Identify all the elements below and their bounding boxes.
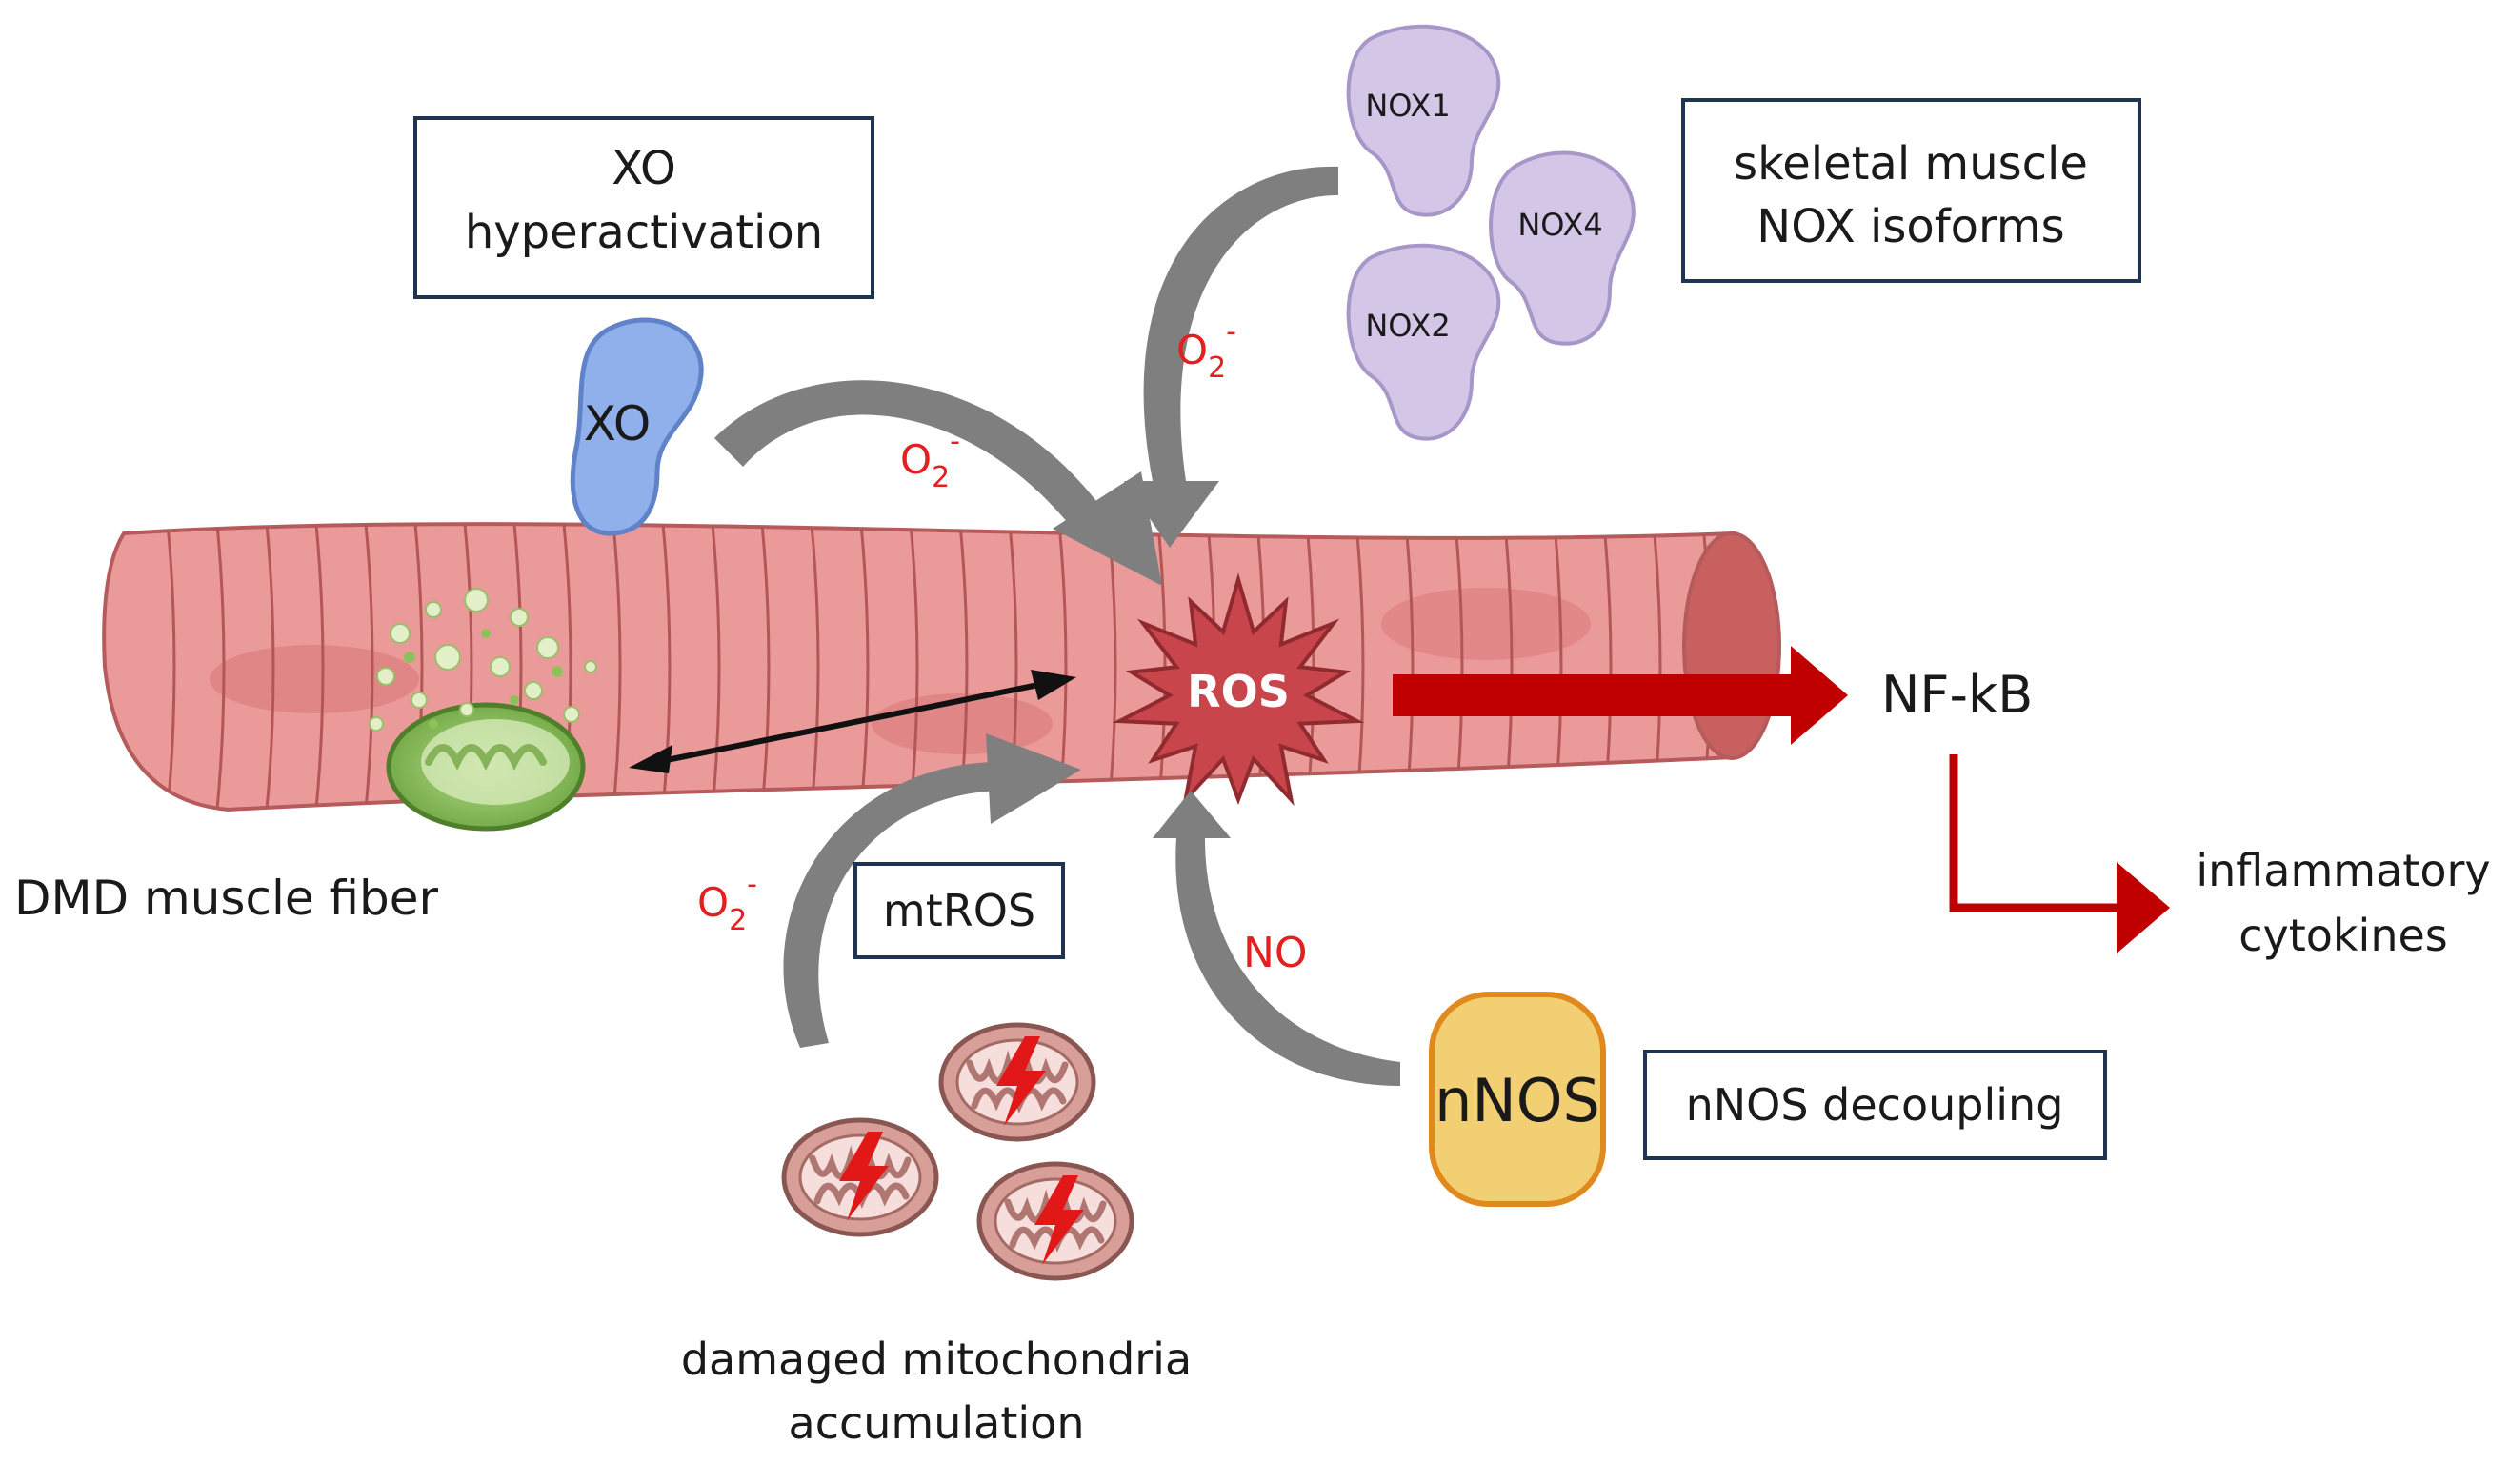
ros-label: ROS <box>1187 666 1290 717</box>
gray-arrow-nox <box>1124 166 1338 548</box>
nox2-enzyme-icon <box>1346 243 1501 441</box>
o2-label-nox: O2- <box>1176 315 1236 385</box>
striation-line <box>214 524 226 810</box>
nnos-enzyme-icon <box>1429 992 1606 1207</box>
nnos-box-label: nNOS decoupling <box>1686 1079 2064 1131</box>
nnos-box <box>1643 1050 2107 1160</box>
xo-enzyme-icon <box>570 317 704 536</box>
mito-label-line2: accumulation <box>789 1397 1085 1449</box>
nox2-label: NOX2 <box>1365 308 1450 344</box>
striation-line <box>809 524 820 810</box>
striation-line <box>710 524 721 810</box>
nox-box-line2: NOX isoforms <box>1756 200 2064 253</box>
mito-label-line1: damaged mitochondria <box>681 1334 1192 1385</box>
xo-enzyme-label: XO <box>584 396 651 451</box>
nox4-label: NOX4 <box>1517 207 1602 243</box>
svg-text:O2-: O2- <box>900 425 960 494</box>
damaged-mitochondrion-icon <box>979 1164 1132 1278</box>
svg-text:O2-: O2- <box>697 868 757 937</box>
mtros-box <box>853 862 1065 959</box>
no-label: NO <box>1243 929 1308 977</box>
double-arrow <box>629 670 1076 773</box>
svg-text:O2-: O2- <box>1176 315 1236 385</box>
nfkb-label: NF-kB <box>1881 665 2033 725</box>
damaged-mitochondrion-icon <box>941 1025 1094 1139</box>
damaged-mitochondrion-icon <box>784 1120 936 1234</box>
nox-box <box>1681 98 2141 283</box>
striation-line <box>759 524 771 810</box>
xo-box <box>413 116 874 299</box>
fiber-label: DMD muscle fiber <box>14 871 439 926</box>
cytokines-label-line2: cytokines <box>2238 910 2448 961</box>
xo-box-line2: hyperactivation <box>465 206 823 259</box>
striation-line <box>165 524 176 810</box>
damaged-mitochondria-icons <box>784 1025 1132 1278</box>
mtros-box-label: mtROS <box>883 885 1035 936</box>
o2-label-xo: O2- <box>900 425 960 494</box>
nox1-enzyme-icon <box>1346 24 1501 217</box>
striation-line <box>363 524 374 810</box>
gray-arrow-mito <box>783 733 1081 1048</box>
striation-line <box>660 524 672 810</box>
xo-box-line1: XO <box>612 142 676 195</box>
gray-arrow-xo <box>714 380 1162 586</box>
cytokines-label-line1: inflammatory <box>2196 845 2490 896</box>
green-mitochondrion-icon <box>369 588 597 832</box>
nox4-enzyme-icon <box>1489 150 1636 346</box>
cytokines-arrow <box>1949 754 2170 953</box>
o2-label-mito: O2- <box>697 868 757 937</box>
striation-line <box>264 524 275 810</box>
striation-line <box>858 524 870 810</box>
nox1-label: NOX1 <box>1365 88 1450 124</box>
striation-line <box>611 524 622 810</box>
nox-box-line1: skeletal muscle <box>1734 137 2088 191</box>
striation-line <box>313 524 325 810</box>
nfkb-arrow <box>1393 646 1848 745</box>
nnos-enzyme-label: nNOS <box>1435 1066 1600 1135</box>
gray-arrow-nnos <box>1153 791 1400 1086</box>
ros-star-icon <box>1112 572 1365 807</box>
